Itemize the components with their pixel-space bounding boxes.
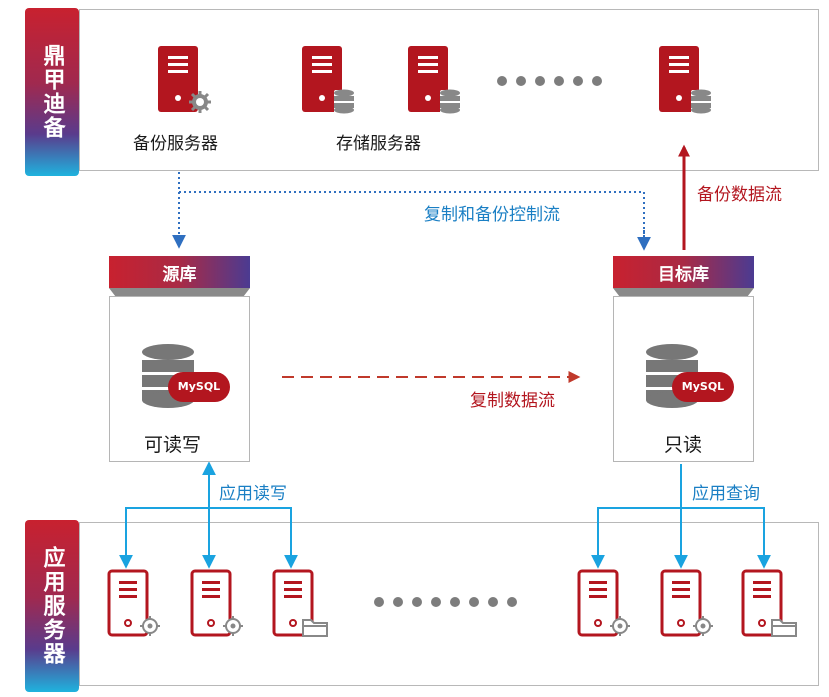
- app-server-gear-icon-2: [190, 569, 243, 637]
- replication-flow-label: 复制数据流: [470, 391, 555, 411]
- app-server-gear-icon-1: [107, 569, 160, 637]
- backup-server-gear-icon: [158, 46, 211, 113]
- app-server-folder-icon-1: [272, 569, 328, 637]
- backup-server-label: 备份服务器: [133, 134, 218, 154]
- app-query-label: 应用查询: [692, 484, 760, 504]
- app-read-write-label: 应用读写: [219, 484, 287, 504]
- storage-server-icon-2: [408, 46, 460, 114]
- dingjia-label: 鼎甲迪备: [25, 8, 79, 176]
- target-mysql-database-icon: [646, 344, 734, 408]
- storage-server-icon-3: [659, 46, 711, 114]
- source-mysql-badge: MySQL: [177, 380, 221, 393]
- control-flow-label: 复制和备份控制流: [424, 205, 560, 225]
- source-db-mode: 可读写: [144, 434, 202, 456]
- target-db-mode: 只读: [664, 434, 703, 456]
- app-server-gear-icon-3: [577, 569, 630, 637]
- backup-data-flow-label: 备份数据流: [697, 185, 782, 205]
- source-mysql-database-icon: [142, 344, 230, 408]
- app-server-gear-icon-4: [660, 569, 713, 637]
- app-servers-label: 应用服务器: [25, 520, 79, 692]
- source-db-header: 源库: [109, 256, 250, 288]
- app-server-folder-icon-2: [741, 569, 797, 637]
- storage-server-icon-1: [302, 46, 354, 114]
- target-db-header: 目标库: [613, 256, 754, 288]
- target-mysql-badge: MySQL: [681, 380, 725, 393]
- storage-server-label: 存储服务器: [336, 134, 421, 154]
